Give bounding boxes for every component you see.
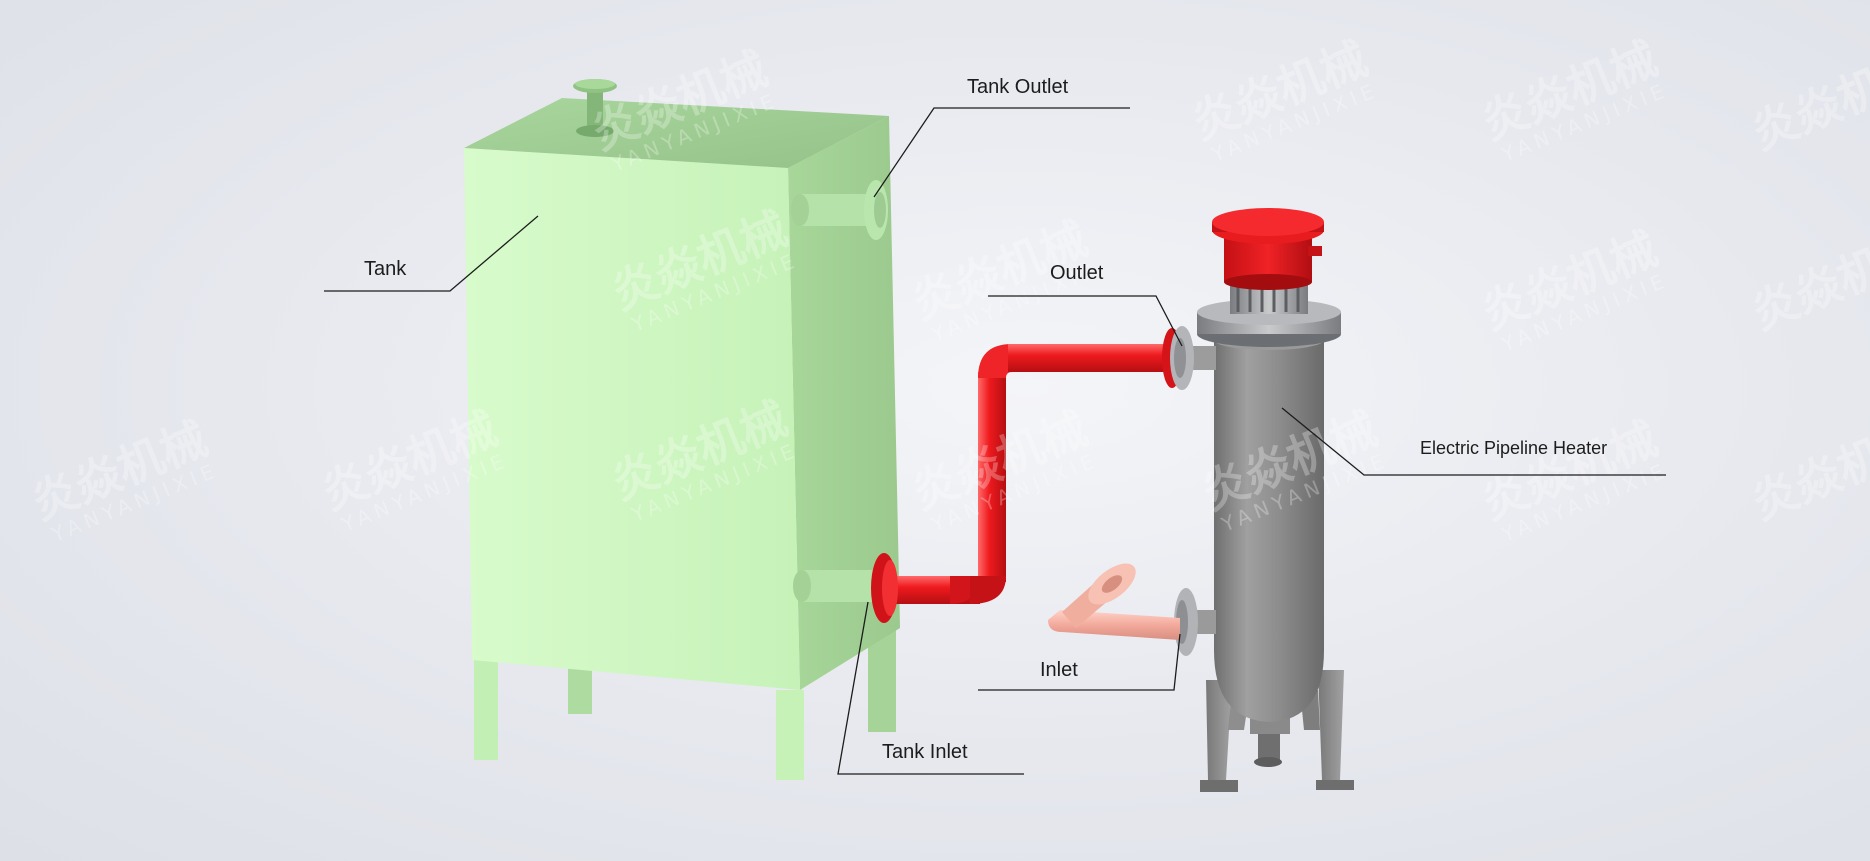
- label-tank-outlet: Tank Outlet: [967, 76, 1069, 98]
- leader-tank-outlet: [873, 107, 1130, 198]
- label-outlet: Outlet: [1050, 262, 1104, 284]
- electric-pipeline-heater: [1170, 208, 1354, 792]
- tank-top-nozzle: [587, 86, 603, 132]
- tank-leg: [474, 660, 498, 760]
- tank-inlet-nozzle: [793, 570, 874, 602]
- leader-outlet: [988, 295, 1183, 347]
- leader-tank: [324, 215, 539, 292]
- watermark-cn: 炎焱机械: [1744, 221, 1870, 340]
- tank-leg: [568, 660, 592, 714]
- leader-tank-inlet: [837, 601, 1024, 775]
- label-tank: Tank: [364, 258, 407, 280]
- label-tank-inlet: Tank Inlet: [882, 741, 968, 763]
- watermark-cn: 炎焱机械: [1744, 411, 1870, 530]
- heater-leg: [1318, 670, 1344, 780]
- tank-side: [788, 116, 900, 690]
- tank-leg: [776, 690, 804, 780]
- heater-inlet-nozzle: [1174, 588, 1216, 656]
- inlet-pipe: [1048, 563, 1180, 640]
- tank-top: [464, 98, 889, 168]
- leader-lines: [324, 107, 1666, 775]
- connecting-pipe: [871, 328, 1182, 623]
- label-inlet: Inlet: [1040, 659, 1078, 681]
- leader-inlet: [978, 633, 1181, 691]
- heater-outlet-nozzle: [1170, 326, 1216, 390]
- tank-leg: [868, 630, 896, 732]
- junction-box-cap: [1212, 208, 1324, 290]
- tank-outlet-nozzle: [791, 180, 888, 240]
- tank: [464, 79, 900, 780]
- heater-leg: [1206, 680, 1232, 780]
- leader-heater: [1281, 407, 1666, 476]
- watermark-cn: 炎焱机械: [1744, 41, 1870, 160]
- watermark: 炎焱机械 YANYANJIXIE 炎焱机械 YANYANJIXIE 炎焱机械 Y…: [24, 31, 1870, 547]
- tank-front: [464, 148, 800, 690]
- label-electric-pipeline-heater: Electric Pipeline Heater: [1420, 438, 1608, 458]
